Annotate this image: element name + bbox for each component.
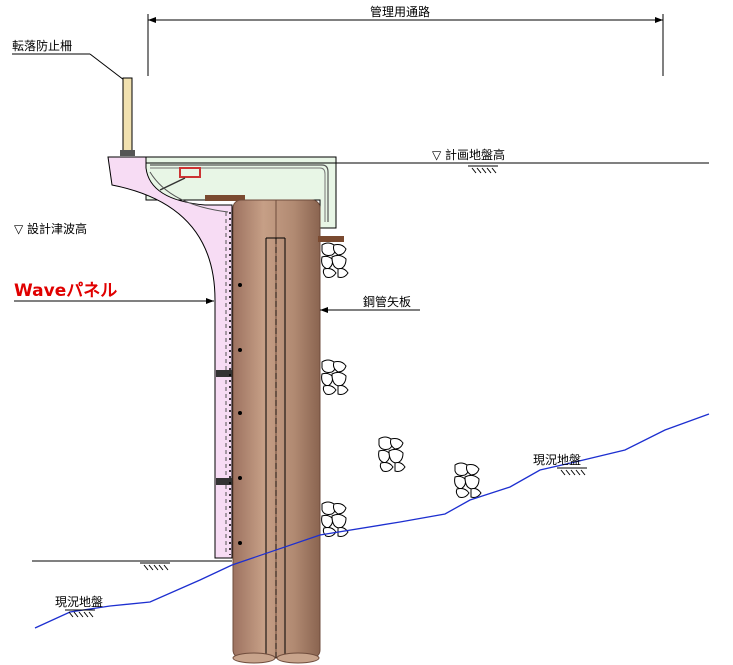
- fence-base: [120, 150, 135, 156]
- steel-pipe-sheet-pile: [216, 199, 321, 664]
- planned-ground-label: ▽ 計画地盤高: [432, 147, 505, 162]
- pile-cap-plate: [318, 236, 344, 242]
- existing-ground-label-left: 現況地盤: [55, 594, 103, 609]
- existing-ground-label-right: 現況地盤: [533, 452, 581, 467]
- cap-plate: [205, 195, 245, 201]
- fence-post: [122, 77, 133, 155]
- wave-panel-label: Waveパネル: [14, 281, 117, 301]
- existing-ground-profile: [34, 413, 710, 629]
- access-road-label: 管理用通路: [370, 4, 430, 19]
- ground-hatch-icon: [139, 562, 171, 571]
- wave-panel-body: [107, 156, 233, 559]
- design-tsunami-label: ▽ 設計津波高: [14, 221, 87, 236]
- steel-pipe-label: 鋼管矢板: [363, 294, 411, 309]
- ground-hatch-icon: [556, 467, 588, 476]
- rubble-stone-icon: [321, 359, 349, 395]
- access-road-dimension: 管理用通路: [147, 4, 664, 76]
- fall-fence: 転落防止柵: [12, 38, 135, 156]
- rubble-stone-icon: [321, 242, 349, 278]
- ground-hatch-icon: [467, 165, 499, 174]
- fall-fence-label: 転落防止柵: [12, 38, 72, 53]
- rubble-stone-icon: [378, 436, 406, 472]
- rubble-stone-icon: [454, 462, 482, 498]
